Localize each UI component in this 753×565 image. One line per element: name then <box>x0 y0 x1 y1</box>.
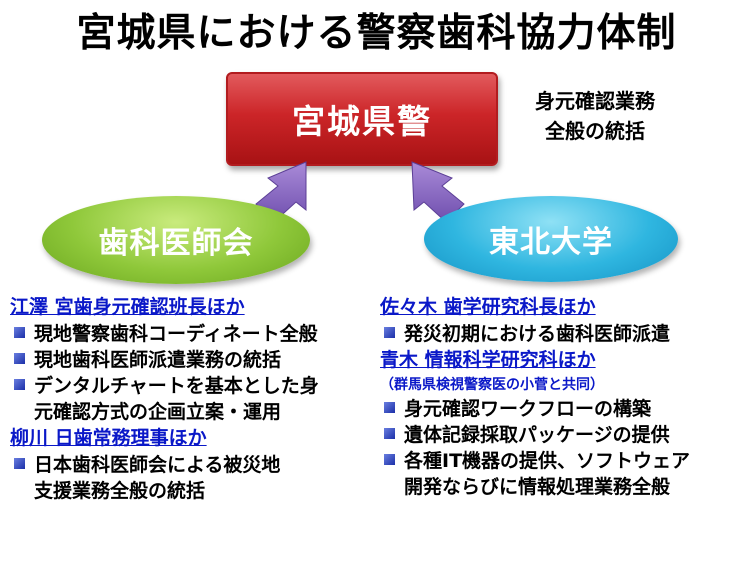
square-bullet-icon <box>14 379 25 390</box>
list-item-text: 現地歯科医師派遣業務の統括 <box>34 349 282 371</box>
right-heading-1: 佐々木 歯学研究科長ほか <box>380 296 596 318</box>
dental-association-column: 江澤 宮歯身元確認班長ほか 現地警察歯科コーディネート全般 現地歯科医師派遣業務… <box>10 294 370 504</box>
left-heading-1: 江澤 宮歯身元確認班長ほか <box>10 296 245 318</box>
list-item: 現地歯科医師派遣業務の統括 <box>10 347 370 373</box>
square-bullet-icon <box>384 327 395 338</box>
police-role-note-line2: 全般の統括 <box>545 119 645 143</box>
list-item: 各種IT機器の提供、ソフトウェア 開発ならびに情報処理業務全般 <box>380 448 750 500</box>
page-title: 宮城県における警察歯科協力体制 <box>76 11 677 56</box>
prefectural-police-label: 宮城県警 <box>292 102 432 141</box>
square-bullet-icon <box>14 327 25 338</box>
police-role-note: 身元確認業務 全般の統括 <box>520 86 670 146</box>
right-heading-2-note: （群馬県検視警察医の小菅と共同） <box>380 377 604 393</box>
list-item: 遺体記録採取パッケージの提供 <box>380 422 750 448</box>
tohoku-university-column: 佐々木 歯学研究科長ほか 発災初期における歯科医師派遣 青木 情報科学研究科ほか… <box>380 294 750 500</box>
list-item-text: 身元確認ワークフローの構築 <box>404 398 652 420</box>
list-item: 身元確認ワークフローの構築 <box>380 396 750 422</box>
square-bullet-icon <box>384 428 395 439</box>
list-item-text: 開発ならびに情報処理業務全般 <box>404 476 671 498</box>
list-item: 現地警察歯科コーディネート全般 <box>10 321 370 347</box>
square-bullet-icon <box>384 454 395 465</box>
square-bullet-icon <box>14 353 25 364</box>
list-item: 発災初期における歯科医師派遣 <box>380 321 750 347</box>
list-item: 日本歯科医師会による被災地 支援業務全般の統括 <box>10 452 370 504</box>
list-item-text: デンタルチャートを基本とした身 <box>34 375 319 397</box>
dental-association-label: 歯科医師会 <box>98 226 254 261</box>
list-item-text: 支援業務全般の統括 <box>34 480 206 502</box>
list-item-text: 現地警察歯科コーディネート全般 <box>34 323 318 345</box>
police-role-note-line1: 身元確認業務 <box>535 89 655 113</box>
list-item-text: 日本歯科医師会による被災地 <box>34 454 281 476</box>
tohoku-university-ellipse: 東北大学 <box>424 196 678 282</box>
tohoku-university-label: 東北大学 <box>489 225 613 260</box>
list-item-text: 各種IT機器の提供、ソフトウェア <box>404 450 691 472</box>
square-bullet-icon <box>14 458 25 469</box>
prefectural-police-box: 宮城県警 <box>226 72 498 166</box>
dental-association-ellipse: 歯科医師会 <box>42 196 310 284</box>
square-bullet-icon <box>384 402 395 413</box>
list-item-text: 発災初期における歯科医師派遣 <box>404 323 671 345</box>
list-item-text: 遺体記録採取パッケージの提供 <box>404 424 670 446</box>
left-heading-2: 柳川 日歯常務理事ほか <box>10 427 207 449</box>
right-heading-2: 青木 情報科学研究科ほか <box>380 349 596 371</box>
list-item: デンタルチャートを基本とした身 元確認方式の企画立案・運用 <box>10 373 370 425</box>
list-item-text: 元確認方式の企画立案・運用 <box>34 401 282 423</box>
